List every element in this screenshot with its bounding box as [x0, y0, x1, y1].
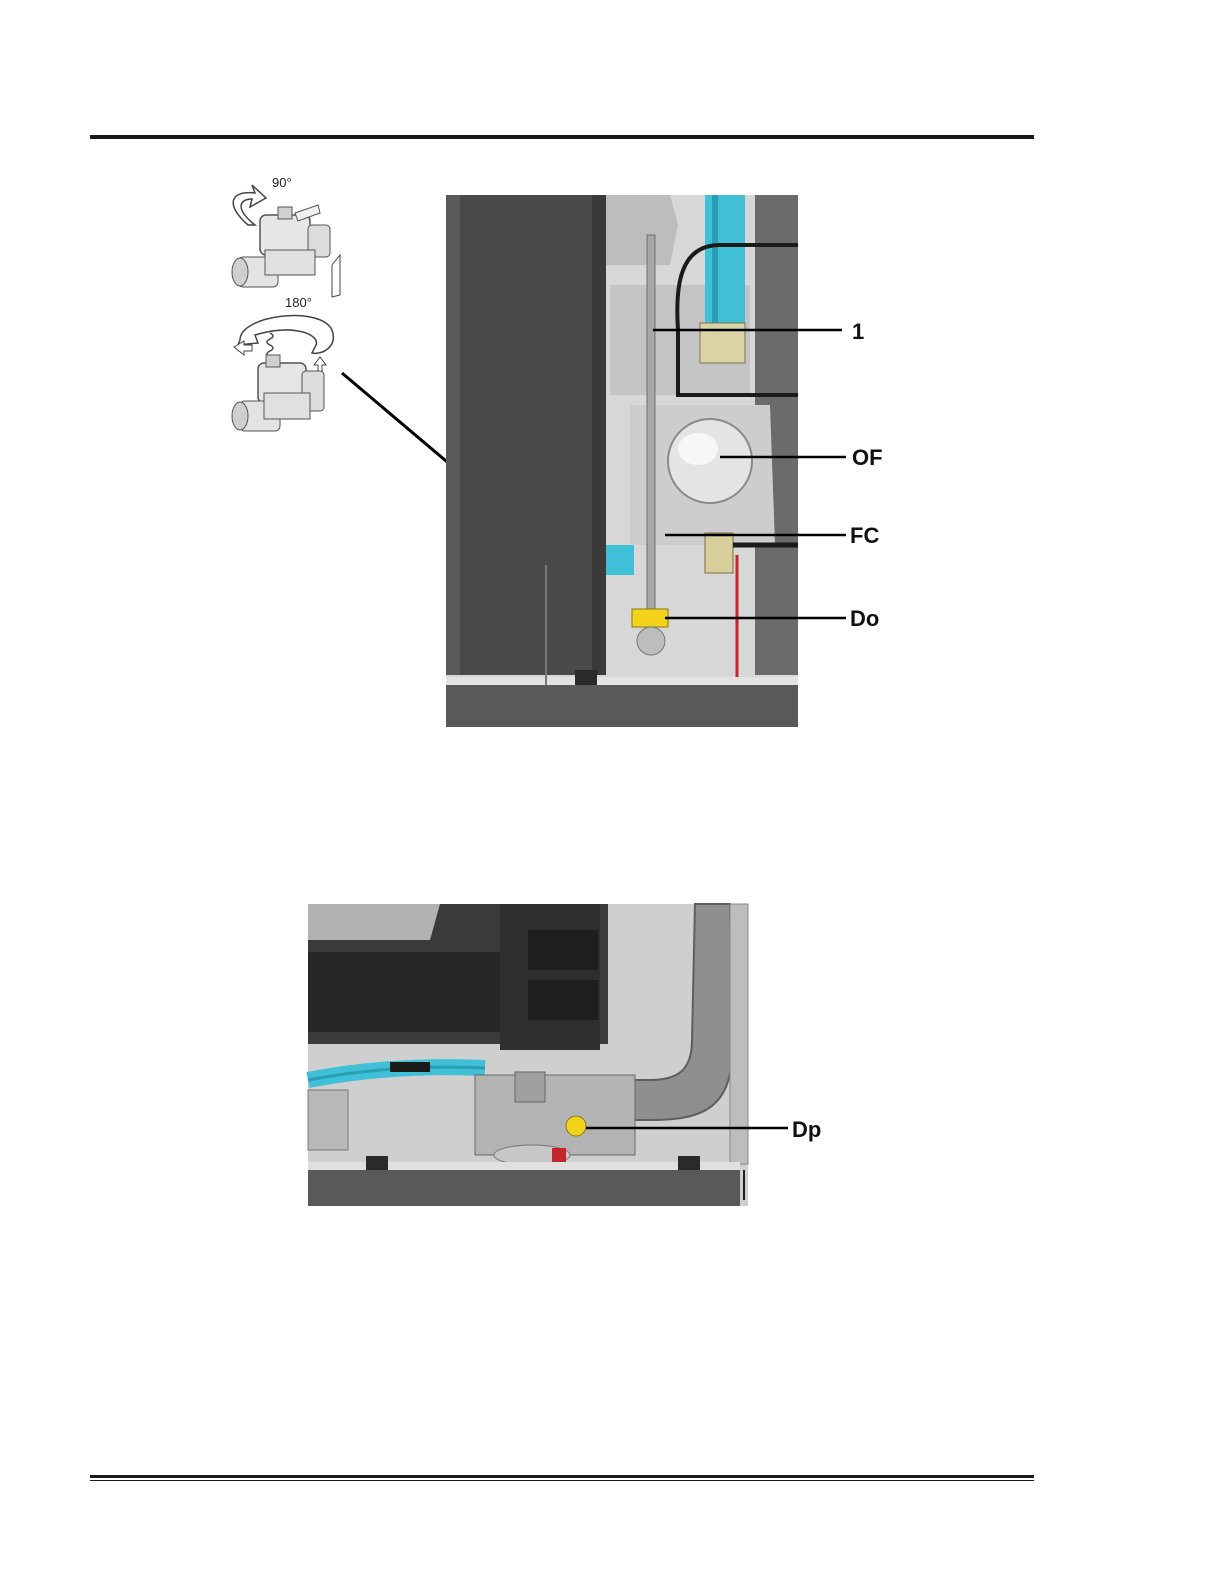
- callout-of: OF: [852, 445, 883, 470]
- callout-dp: Dp: [792, 1117, 821, 1142]
- header-rule: [90, 133, 1034, 139]
- drain-valve-do: [632, 609, 668, 627]
- compressor-view: [308, 904, 748, 1206]
- top-figure: 90° 180°: [200, 165, 920, 735]
- drain-machine-view: [446, 195, 846, 727]
- callout-1: 1: [852, 319, 864, 344]
- valve-inset: 90° 180°: [232, 175, 340, 431]
- callout-do: Do: [850, 606, 879, 631]
- drain-plug-dp: [566, 1116, 586, 1136]
- footer-rule: [90, 1475, 1034, 1481]
- angle-90-label: 90°: [272, 175, 292, 190]
- bottom-figure: Dp: [300, 900, 840, 1210]
- callout-fc: FC: [850, 523, 879, 548]
- angle-180-label: 180°: [285, 295, 312, 310]
